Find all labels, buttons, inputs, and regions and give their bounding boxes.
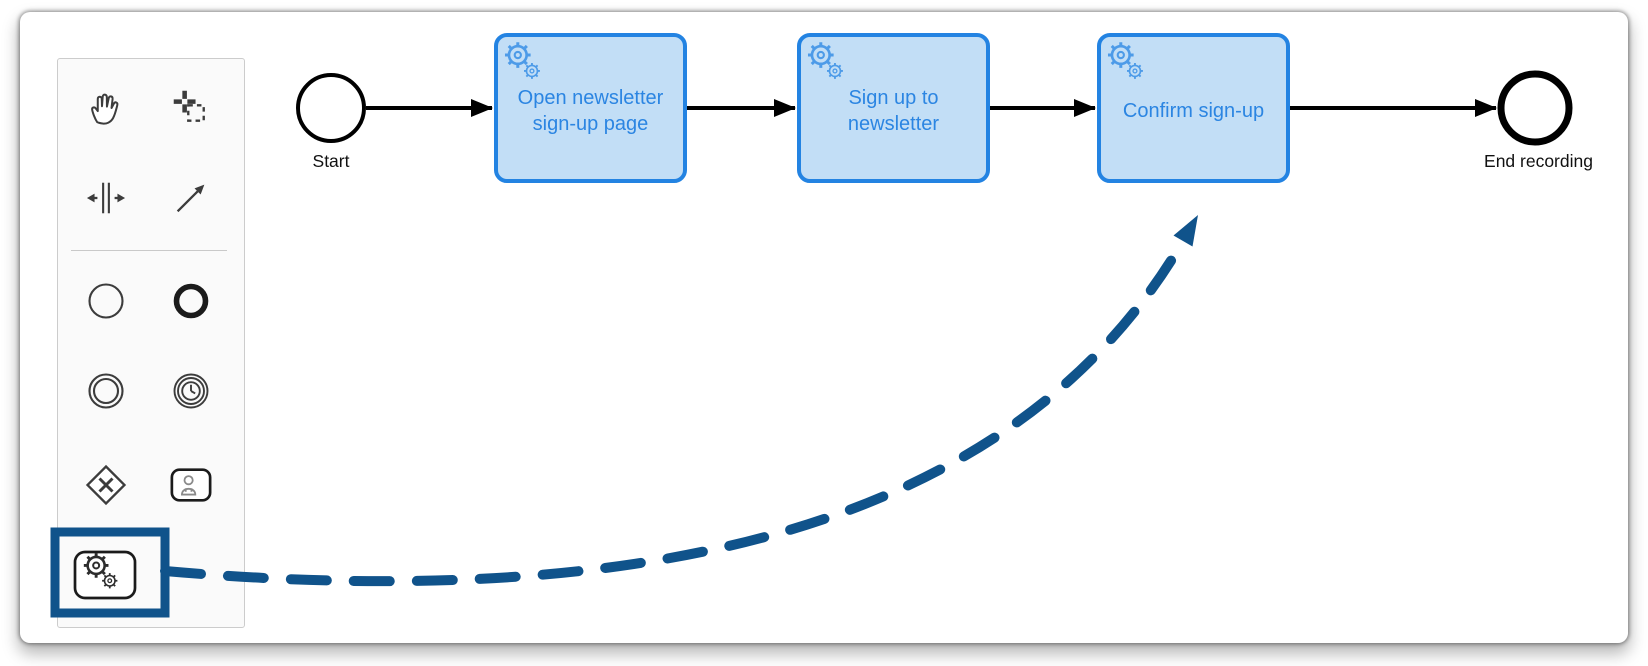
task-label: Sign up to newsletter [847,87,940,135]
gears-icon [804,40,850,86]
palette [57,58,245,628]
thick-circle-icon [173,283,209,319]
task-sign-up-to-newsletter[interactable]: Sign up to newsletter [797,33,990,183]
clock-circle-icon [173,373,209,409]
task-confirm-sign-up[interactable]: Confirm sign-up [1097,33,1290,183]
connect-arrow-icon [176,184,205,213]
space-icon [86,182,126,214]
palette-create-timer-event[interactable] [169,369,213,413]
palette-create-end-event[interactable] [169,279,213,323]
task-open-newsletter-sign-up-page[interactable]: Open newsletter sign-up page [494,33,687,183]
palette-global-connect-tool[interactable] [169,176,213,220]
palette-hand-tool[interactable] [84,86,128,130]
palette-separator [71,250,227,251]
palette-create-user-task[interactable] [169,463,213,507]
gears-icon [1104,40,1150,86]
hand-icon [91,93,119,125]
double-circle-icon [88,373,124,409]
start-event-label[interactable]: Start [312,151,350,171]
user-task-icon [170,468,212,502]
palette-create-rpa-task[interactable] [72,549,138,601]
end-event[interactable] [1497,70,1573,146]
gears-task-icon [73,550,137,600]
end-event-label[interactable]: End recording [1484,151,1593,171]
palette-create-exclusive-gateway[interactable] [84,463,128,507]
diagram-canvas[interactable] [20,12,1628,643]
start-event[interactable] [296,73,366,143]
thin-circle-icon [88,283,124,319]
screenshot-frame: Open newsletter sign-up page Sign up to … [20,12,1628,643]
palette-space-tool[interactable] [84,176,128,220]
gears-icon [501,40,547,86]
palette-create-intermediate-event[interactable] [84,369,128,413]
task-label: Open newsletter sign-up page [517,87,664,135]
palette-lasso-tool[interactable] [169,86,213,130]
palette-create-start-event[interactable] [84,279,128,323]
task-label: Confirm sign-up [1122,100,1265,122]
diamond-x-icon [85,464,127,506]
lasso-icon [173,90,205,122]
